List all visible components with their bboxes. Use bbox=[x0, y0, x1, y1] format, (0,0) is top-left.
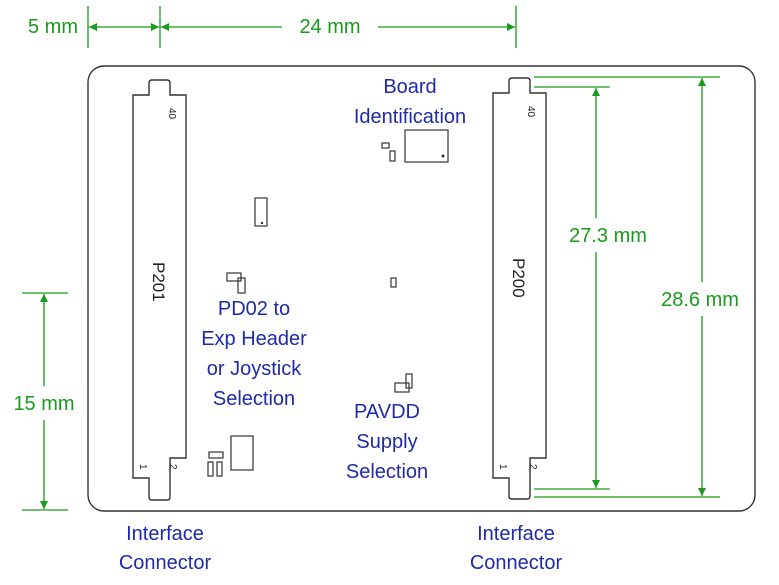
board-components bbox=[207, 129, 449, 477]
right-connector-pin-2: 2 bbox=[527, 464, 538, 470]
label-pd02-1: PD02 to bbox=[218, 298, 290, 320]
label-right-connector-2: Connector bbox=[470, 552, 563, 574]
pd02-jumper-b bbox=[237, 277, 246, 294]
label-board-id-2: Identification bbox=[354, 106, 466, 128]
label-board-id-1: Board bbox=[383, 76, 436, 98]
pavdd-jumper-b bbox=[405, 373, 413, 389]
label-left-connector-1: Interface bbox=[126, 523, 204, 545]
dim-label-24mm: 24 mm bbox=[299, 16, 360, 38]
label-pd02-4: Selection bbox=[213, 388, 295, 410]
component-bottom-small-a bbox=[208, 451, 224, 459]
board-id-resistor-b bbox=[389, 150, 396, 162]
pd02-jumper-a bbox=[226, 272, 242, 282]
component-center-pad bbox=[390, 277, 397, 288]
component-small-chip bbox=[254, 197, 268, 227]
label-pd02-2: Exp Header bbox=[201, 328, 307, 350]
right-connector-pin-40: 40 bbox=[525, 106, 536, 118]
label-pavdd-1: PAVDD bbox=[354, 401, 420, 423]
left-connector-pin-1: 1 bbox=[137, 464, 148, 470]
dim-label-28mm: 28.6 mm bbox=[661, 289, 739, 311]
dim-label-15mm: 15 mm bbox=[13, 393, 74, 415]
board-id-resistor-a bbox=[381, 142, 390, 149]
left-connector-outline bbox=[132, 79, 187, 501]
board-id-chip-dot bbox=[441, 154, 445, 158]
right-connector-ref: P200 bbox=[509, 258, 528, 298]
label-right-connector-1: Interface bbox=[477, 523, 555, 545]
board-outline bbox=[87, 65, 756, 512]
right-connector-outline bbox=[492, 77, 547, 500]
dim-label-5mm: 5 mm bbox=[28, 16, 78, 38]
label-pavdd-2: Supply bbox=[356, 431, 417, 453]
component-small-chip-dot bbox=[260, 221, 264, 225]
dim-label-27mm: 27.3 mm bbox=[569, 225, 647, 247]
left-connector-ref: P201 bbox=[149, 262, 168, 302]
component-bottom-large bbox=[230, 435, 254, 471]
label-pd02-3: or Joystick bbox=[207, 358, 302, 380]
label-pavdd-3: Selection bbox=[346, 461, 428, 483]
left-connector-pin-2: 2 bbox=[167, 464, 178, 470]
right-connector-pin-1: 1 bbox=[497, 464, 508, 470]
left-connector-pin-40: 40 bbox=[166, 108, 177, 120]
component-bottom-small-b bbox=[207, 461, 214, 477]
board-id-chip bbox=[404, 129, 449, 163]
component-bottom-small-c bbox=[216, 461, 223, 477]
label-left-connector-2: Connector bbox=[119, 552, 212, 574]
